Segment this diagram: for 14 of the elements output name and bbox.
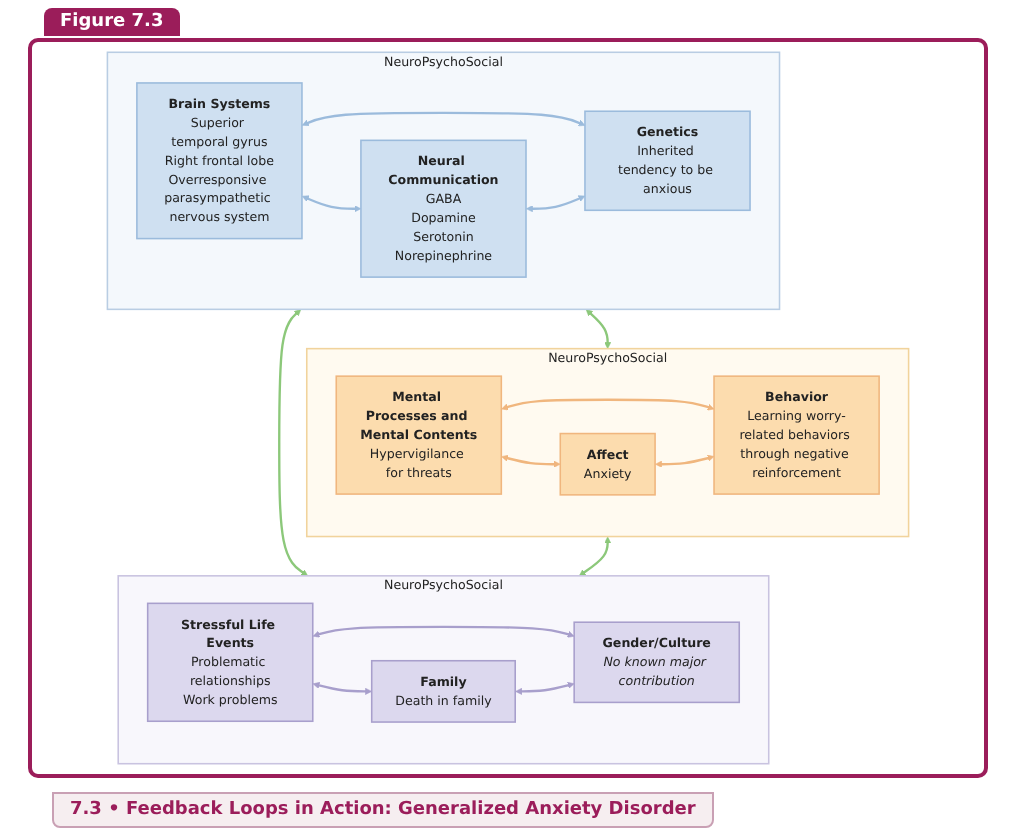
arrow [501, 398, 715, 411]
arrow [501, 454, 561, 468]
arrow [585, 309, 612, 349]
arrow [301, 195, 362, 213]
arrow [578, 536, 612, 577]
arrow [655, 454, 715, 468]
arrow [526, 195, 586, 213]
arrow [312, 625, 575, 638]
arrow [312, 682, 373, 695]
figure-label: Figure 7.3 [44, 8, 180, 36]
arrow [301, 111, 586, 127]
figure-caption: 7.3 • Feedback Loops in Action: Generalized Anxiety Disorder [52, 792, 714, 828]
arrow [278, 309, 308, 577]
arrow [515, 681, 575, 695]
